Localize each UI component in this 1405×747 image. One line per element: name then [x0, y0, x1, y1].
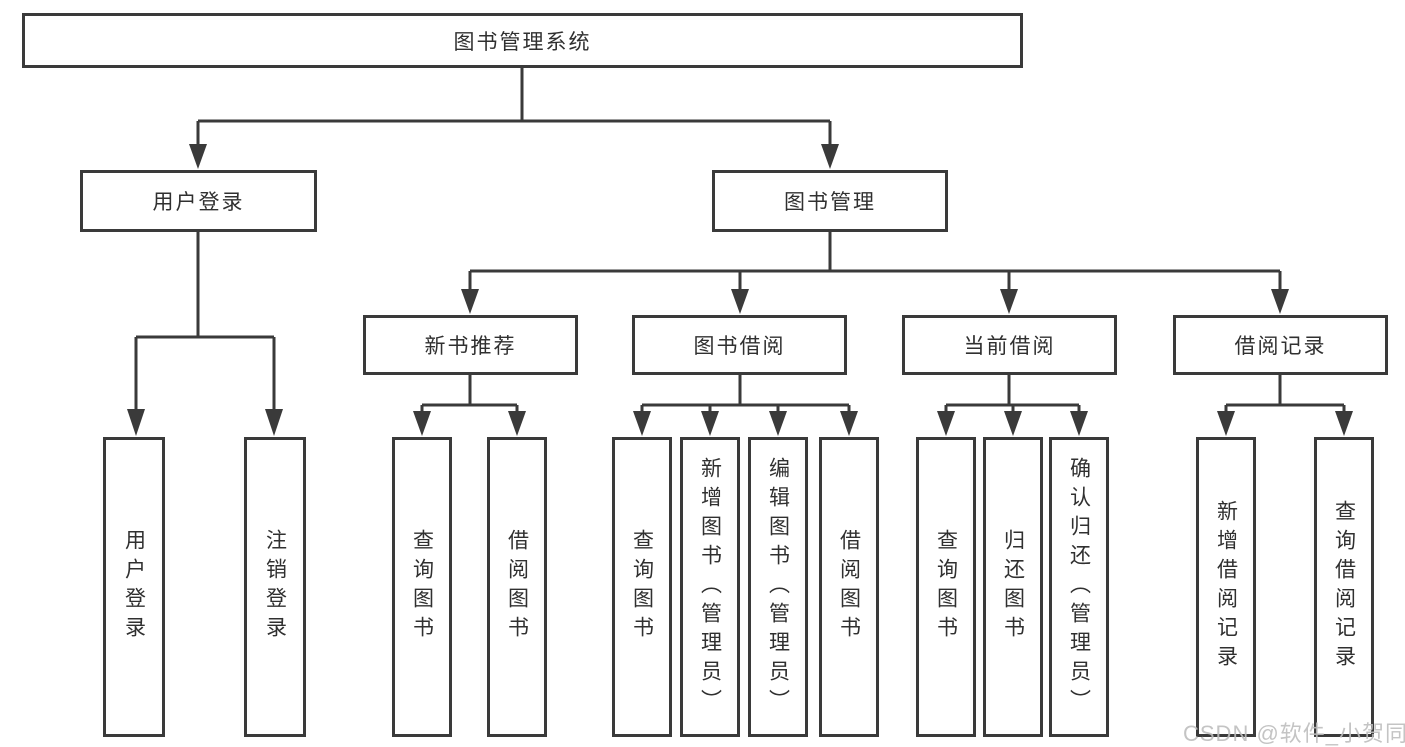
leaf-query-books-recommend-label: 查询图书 [410, 529, 434, 645]
leaf-add-books-admin: 新增图书（管理员） [680, 437, 740, 737]
leaf-edit-books-admin: 编辑图书（管理员） [748, 437, 808, 737]
leaf-borrow-books-recommend-label: 借阅图书 [505, 529, 529, 645]
leaf-return-books-label: 归还图书 [1001, 529, 1025, 645]
leaf-query-borrow-record-label: 查询借阅记录 [1332, 500, 1356, 674]
leaf-logout: 注销登录 [244, 437, 306, 737]
leaf-borrow-books-label: 借阅图书 [837, 529, 861, 645]
leaf-query-books-borrowing: 查询图书 [612, 437, 672, 737]
node-book-management-label: 图书管理 [784, 191, 876, 214]
node-user-login: 用户登录 [80, 170, 317, 232]
node-current-borrowing-label: 当前借阅 [963, 335, 1056, 358]
leaf-confirm-return-admin: 确认归还（管理员） [1049, 437, 1109, 737]
leaf-add-borrow-record: 新增借阅记录 [1196, 437, 1256, 737]
leaf-user-login-label: 用户登录 [122, 529, 146, 645]
node-borrowing-records-label: 借阅记录 [1234, 335, 1327, 358]
leaf-confirm-return-admin-label: 确认归还（管理员） [1067, 456, 1091, 718]
leaf-query-books-current-label: 查询图书 [934, 529, 958, 645]
node-new-book-recommend: 新书推荐 [363, 315, 578, 375]
leaf-user-login: 用户登录 [103, 437, 165, 737]
node-new-book-recommend-label: 新书推荐 [424, 335, 517, 358]
leaf-add-borrow-record-label: 新增借阅记录 [1214, 500, 1238, 674]
leaf-logout-label: 注销登录 [263, 529, 287, 645]
node-book-management: 图书管理 [712, 170, 948, 232]
node-root: 图书管理系统 [22, 13, 1023, 68]
leaf-return-books: 归还图书 [983, 437, 1043, 737]
node-borrowing-records: 借阅记录 [1173, 315, 1388, 375]
node-current-borrowing: 当前借阅 [902, 315, 1117, 375]
leaf-query-borrow-record: 查询借阅记录 [1314, 437, 1374, 737]
leaf-query-books-current: 查询图书 [916, 437, 976, 737]
node-book-borrowing: 图书借阅 [632, 315, 847, 375]
leaf-borrow-books-recommend: 借阅图书 [487, 437, 547, 737]
leaf-edit-books-admin-label: 编辑图书（管理员） [766, 456, 790, 718]
leaf-borrow-books: 借阅图书 [819, 437, 879, 737]
csdn-watermark: CSDN @软件_小贺同学 [1183, 721, 1405, 746]
node-user-login-label: 用户登录 [152, 191, 245, 214]
leaf-query-books-recommend: 查询图书 [392, 437, 452, 737]
leaf-query-books-borrowing-label: 查询图书 [630, 529, 654, 645]
node-book-borrowing-label: 图书借阅 [693, 335, 786, 358]
node-root-label: 图书管理系统 [453, 30, 592, 54]
leaf-add-books-admin-label: 新增图书（管理员） [698, 456, 722, 718]
